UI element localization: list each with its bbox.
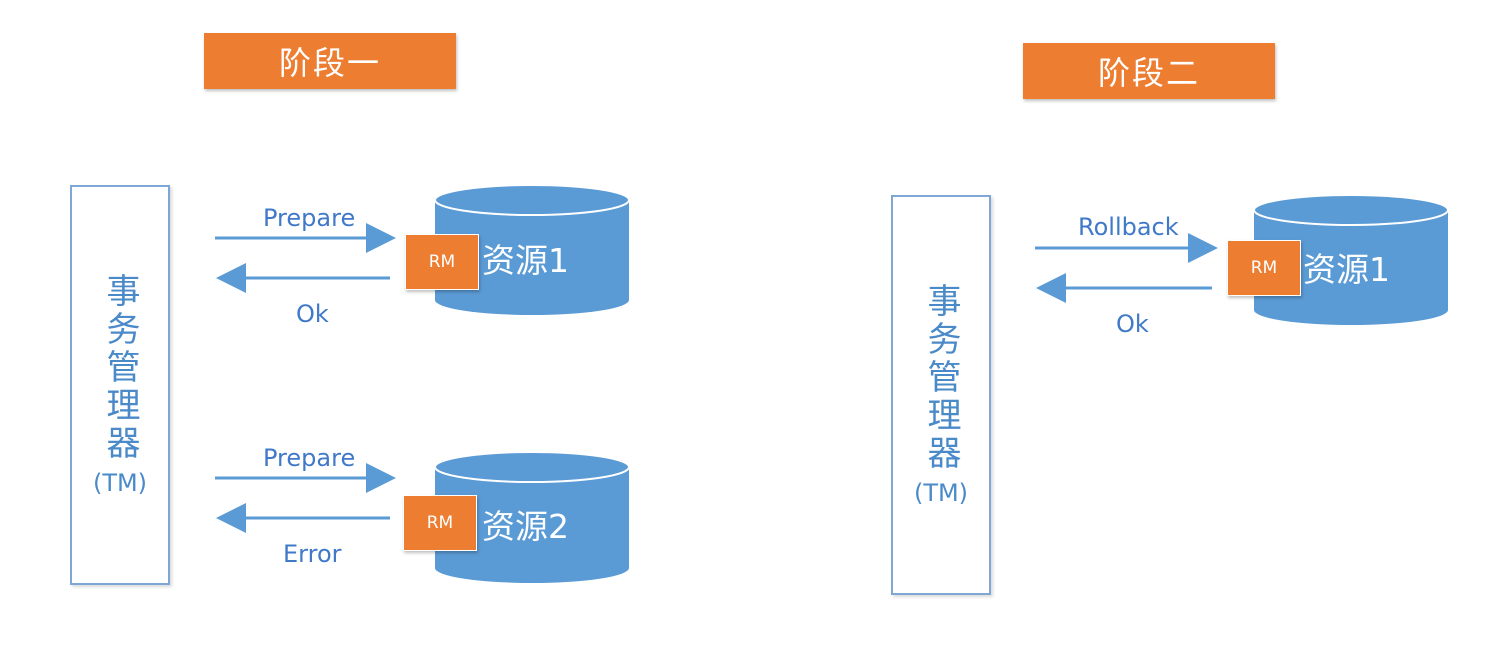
error-label-2: Error (283, 540, 342, 568)
rm-box-resource1: RM (405, 234, 479, 290)
rollback-label: Rollback (1078, 213, 1179, 241)
database-cylinder-resource1 (434, 184, 630, 315)
rm-box-resource2: RM (403, 495, 477, 551)
database-cylinder-phase2-resource1 (1253, 194, 1449, 325)
tm-title: 事务管理器 (921, 283, 961, 473)
rm-box-phase2-resource1: RM (1227, 240, 1301, 296)
prepare-label-1: Prepare (263, 204, 356, 232)
phase2-title: 阶段二 (1023, 43, 1275, 99)
tm-subtitle: (TM) (913, 479, 969, 507)
ok-label-phase2: Ok (1116, 310, 1149, 338)
tm-subtitle: (TM) (92, 469, 148, 497)
phase2-resource1-label: 资源1 (1303, 250, 1390, 289)
tm-title: 事务管理器 (100, 273, 140, 463)
phase1-transaction-manager: 事务管理器 (TM) (70, 185, 170, 585)
phase2-transaction-manager: 事务管理器 (TM) (891, 195, 991, 595)
resource1-label: 资源1 (482, 241, 569, 280)
database-cylinder-resource2 (434, 451, 630, 583)
ok-label-1: Ok (296, 300, 329, 328)
phase1-title: 阶段一 (204, 33, 456, 89)
prepare-label-2: Prepare (263, 444, 356, 472)
resource2-label: 资源2 (482, 507, 569, 546)
